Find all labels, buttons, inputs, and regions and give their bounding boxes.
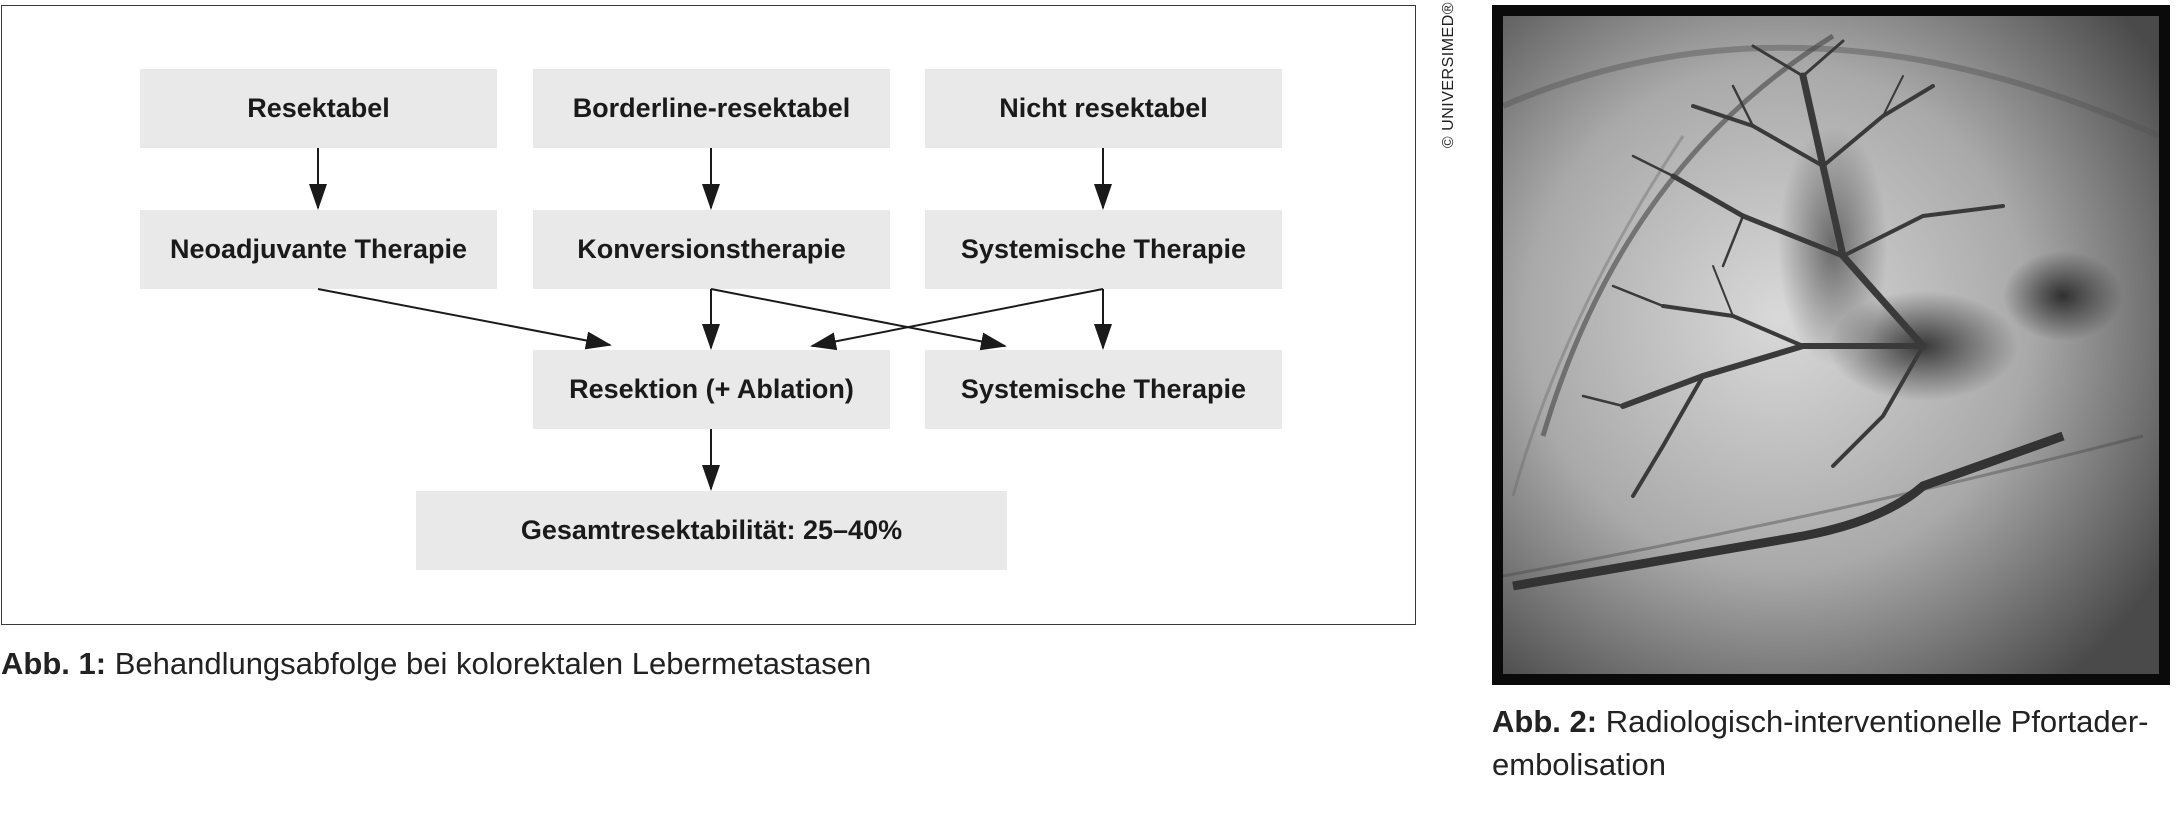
figure-2-caption-line2: embolisation [1492, 747, 1667, 782]
box-resektion-ablation: Resektion (+ Ablation) [533, 350, 890, 429]
arrow-konversion-systemisch [710, 288, 1007, 351]
box-borderline-resektabel: Borderline-resektabel [533, 69, 890, 148]
portal-vein-radiograph [1503, 16, 2159, 674]
figure-2-image-frame [1492, 5, 2170, 685]
box-gesamtresektabilitaet: Gesamtresektabilität: 25–40% [416, 491, 1007, 570]
figure-2-caption-label: Abb. 2: [1492, 704, 1598, 739]
arrow-neoadjuvant-resektion [317, 288, 612, 350]
flow-arrows [309, 148, 1112, 491]
box-systemische-therapie-1: Systemische Therapie [925, 210, 1282, 289]
box-resektabel: Resektabel [140, 69, 497, 148]
figure-1-frame [1, 5, 1416, 625]
figure-2-caption-line1: Radiologisch-interventionelle Pfortader- [1605, 704, 2149, 739]
figure-1-caption-label: Abb. 1: [1, 646, 107, 681]
box-nicht-resektabel: Nicht resektabel [925, 69, 1282, 148]
box-neoadjuvante-therapie: Neoadjuvante Therapie [140, 210, 497, 289]
box-systemische-therapie-2: Systemische Therapie [925, 350, 1282, 429]
figure-1-caption-text: Behandlungsabfolge bei kolorektalen Lebe… [114, 646, 872, 681]
figure-2-caption: Abb. 2: Radiologisch-interventionelle Pf… [1492, 700, 2148, 786]
figure-1-caption: Abb. 1: Behandlungsabfolge bei kolorekta… [1, 642, 871, 685]
arrow-systemisch-resektion [810, 288, 1104, 351]
box-konversionstherapie: Konversionstherapie [533, 210, 890, 289]
copyright-notice: © UNIVERSIMED® [1440, 1, 1457, 149]
